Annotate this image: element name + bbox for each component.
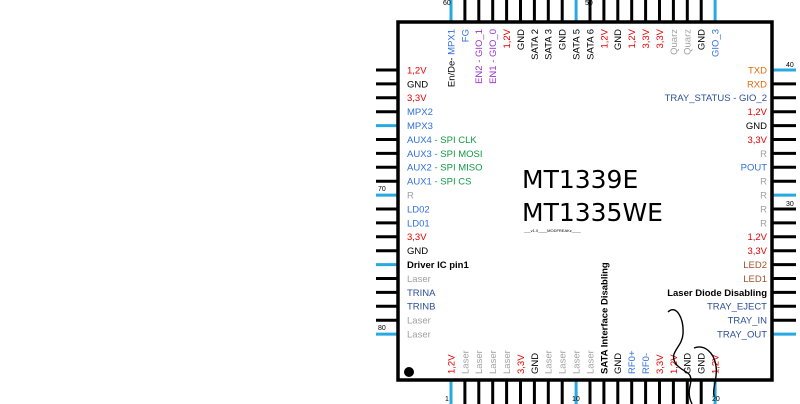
pin-label-right-16: LED1 [743,274,767,285]
pin-label-right-7: R [760,149,767,160]
pin-label-left-5: MPX3 [407,121,433,132]
pin-label-top-15: 3,3V [641,28,652,48]
pin-label-right-4: 1,2V [747,107,767,118]
pin-label-top-20: GIO_3 [711,29,722,57]
pin-label-left-10: R [407,191,414,202]
pin-label-right-18: TRAY_EJECT [707,302,767,313]
pin-label-right-3: TRAY_STATUS - GIO_2 [665,93,767,104]
pin-label-bottom-3: Laser [474,350,485,374]
pin-label-left-1: 1,2V [407,65,427,76]
pin-label-right-5: GND [746,121,767,132]
pin-label-top-3: EN2 - GIO_1 [474,29,485,84]
pin-number-top-60: 60 [443,0,451,7]
pin-label-left-12: LD01 [407,218,430,229]
pin-label-bottom-17: 1,2V [669,354,680,374]
pin-label-right-1: TXD [748,65,767,76]
pin-label-left-15: Driver IC pin1 [407,260,469,271]
pin-label-left-14: GND [407,246,428,257]
pin-label-top-18: Quarz [683,29,694,55]
pin-label-bottom-8: Laser [544,350,555,374]
pin-label-bottom-2: Laser [460,350,471,374]
pin1-marker [404,367,414,377]
pin-label-left-4: MPX2 [407,107,433,118]
pin-label-right-8: POUT [741,163,768,174]
pin-label-left-16: Laser [407,274,431,285]
pin-label-bottom-15: RF0- [641,353,652,374]
pin-label-left-8: AUX2 - SPI MISO [407,163,483,174]
pin-label-bottom-18: GND [683,353,694,374]
pin-label-top-9: GND [558,29,569,50]
pin-label-left-7: AUX3 - SPI MOSI [407,149,483,160]
pin-label-top-11: SATA 6 [585,29,596,60]
pin-label-bottom-16: 3,3V [655,354,666,374]
pin-label-bottom-6: 3,3V [516,354,527,374]
pin-label-right-2: RXD [747,79,767,90]
pin-number-bottom-10: 10 [572,396,580,403]
pin-number-top-50: 50 [585,0,593,7]
pin-label-top-4: EN1 - GIO_0 [488,29,499,84]
pin-label-bottom-4: Laser [488,350,499,374]
pin-label-bottom-12: SATA Interface Disabling [599,262,610,374]
pin-label-top-19: GND [697,29,708,50]
pin-label-left-6: AUX4 - SPI CLK [407,135,477,146]
pin-label-top-12: 1,2V [599,28,610,48]
pin-number-left-70: 70 [378,186,386,193]
pin-label-right-10: R [760,191,767,202]
pin-label-top-7: SATA 2 [530,29,541,60]
pin-number-bottom-20: 20 [712,396,720,403]
pin-label-right-19: TRAY_IN [728,316,768,327]
pin-label-top-14: 1,2V [627,28,638,48]
pin-number-right-30: 30 [786,201,794,208]
pin-number-left-80: 80 [378,325,386,332]
pin-label-top-17: Quarz [669,29,680,55]
pin-label-bottom-5: Laser [502,350,513,374]
pin-label-bottom-11: Laser [585,350,596,374]
pin-label-right-12: R [760,218,767,229]
pin-label-bottom-9: Laser [558,350,569,374]
pins-layer [376,0,796,404]
pin-label-left-9: AUX1 - SPI CS [407,177,471,188]
pin-label-top-10: SATA 5 [572,29,583,60]
pin-label-bottom-7: GND [530,353,541,374]
scribble-annotation [667,309,718,404]
pin-label-right-11: R [760,204,767,215]
pin-label-bottom-14: RF0+ [627,350,638,374]
pin-label-left-3: 3,3V [407,93,427,104]
pin-number-right-40: 40 [786,62,794,69]
pin-label-right-13: 1,2V [747,232,767,243]
pin-label-bottom-13: GND [613,353,624,374]
pin-label-bottom-19: GND [697,353,708,374]
pin-label-right-14: 3,3V [747,246,767,257]
pin-label-left-11: LD02 [407,204,430,215]
pin-number-bottom-1: 1 [445,396,449,403]
pin-label-top-5: 1,2V [502,28,513,48]
pin-label-top-13: GND [613,29,624,50]
chip-name-secondary: MT1335WE [522,198,663,227]
pin-label-bottom-1: 1,2V [446,354,457,374]
pin-label-right-15: LED2 [743,260,767,271]
pin-label-top-1: En/De- MPX1 [446,29,457,87]
pin-label-top-2: FG [460,29,471,42]
pin-label-left-13: 3,3V [407,232,427,243]
pin-label-top-16: 3,3V [655,28,666,48]
chip-name-primary: MT1339E [522,165,638,194]
pin-label-left-18: TRINB [407,302,436,313]
pin-label-right-20: TRAY_OUT [717,330,767,341]
pin-label-right-9: R [760,177,767,188]
chip-tag: ___v1.0____MODFREAKz____ [523,228,581,233]
pin-label-left-17: TRINA [407,288,436,299]
pin-label-right-6: 3,3V [747,135,767,146]
chip-body [396,20,774,382]
pin-label-left-2: GND [407,79,428,90]
pin-label-bottom-10: Laser [572,350,583,374]
pin-label-left-19: Laser [407,316,431,327]
pin-label-left-20: Laser [407,330,431,341]
pin-label-top-6: GND [516,29,527,50]
pin-label-right-17: Laser Diode Disabling [667,288,767,299]
pin-label-top-8: SATA 3 [544,29,555,60]
